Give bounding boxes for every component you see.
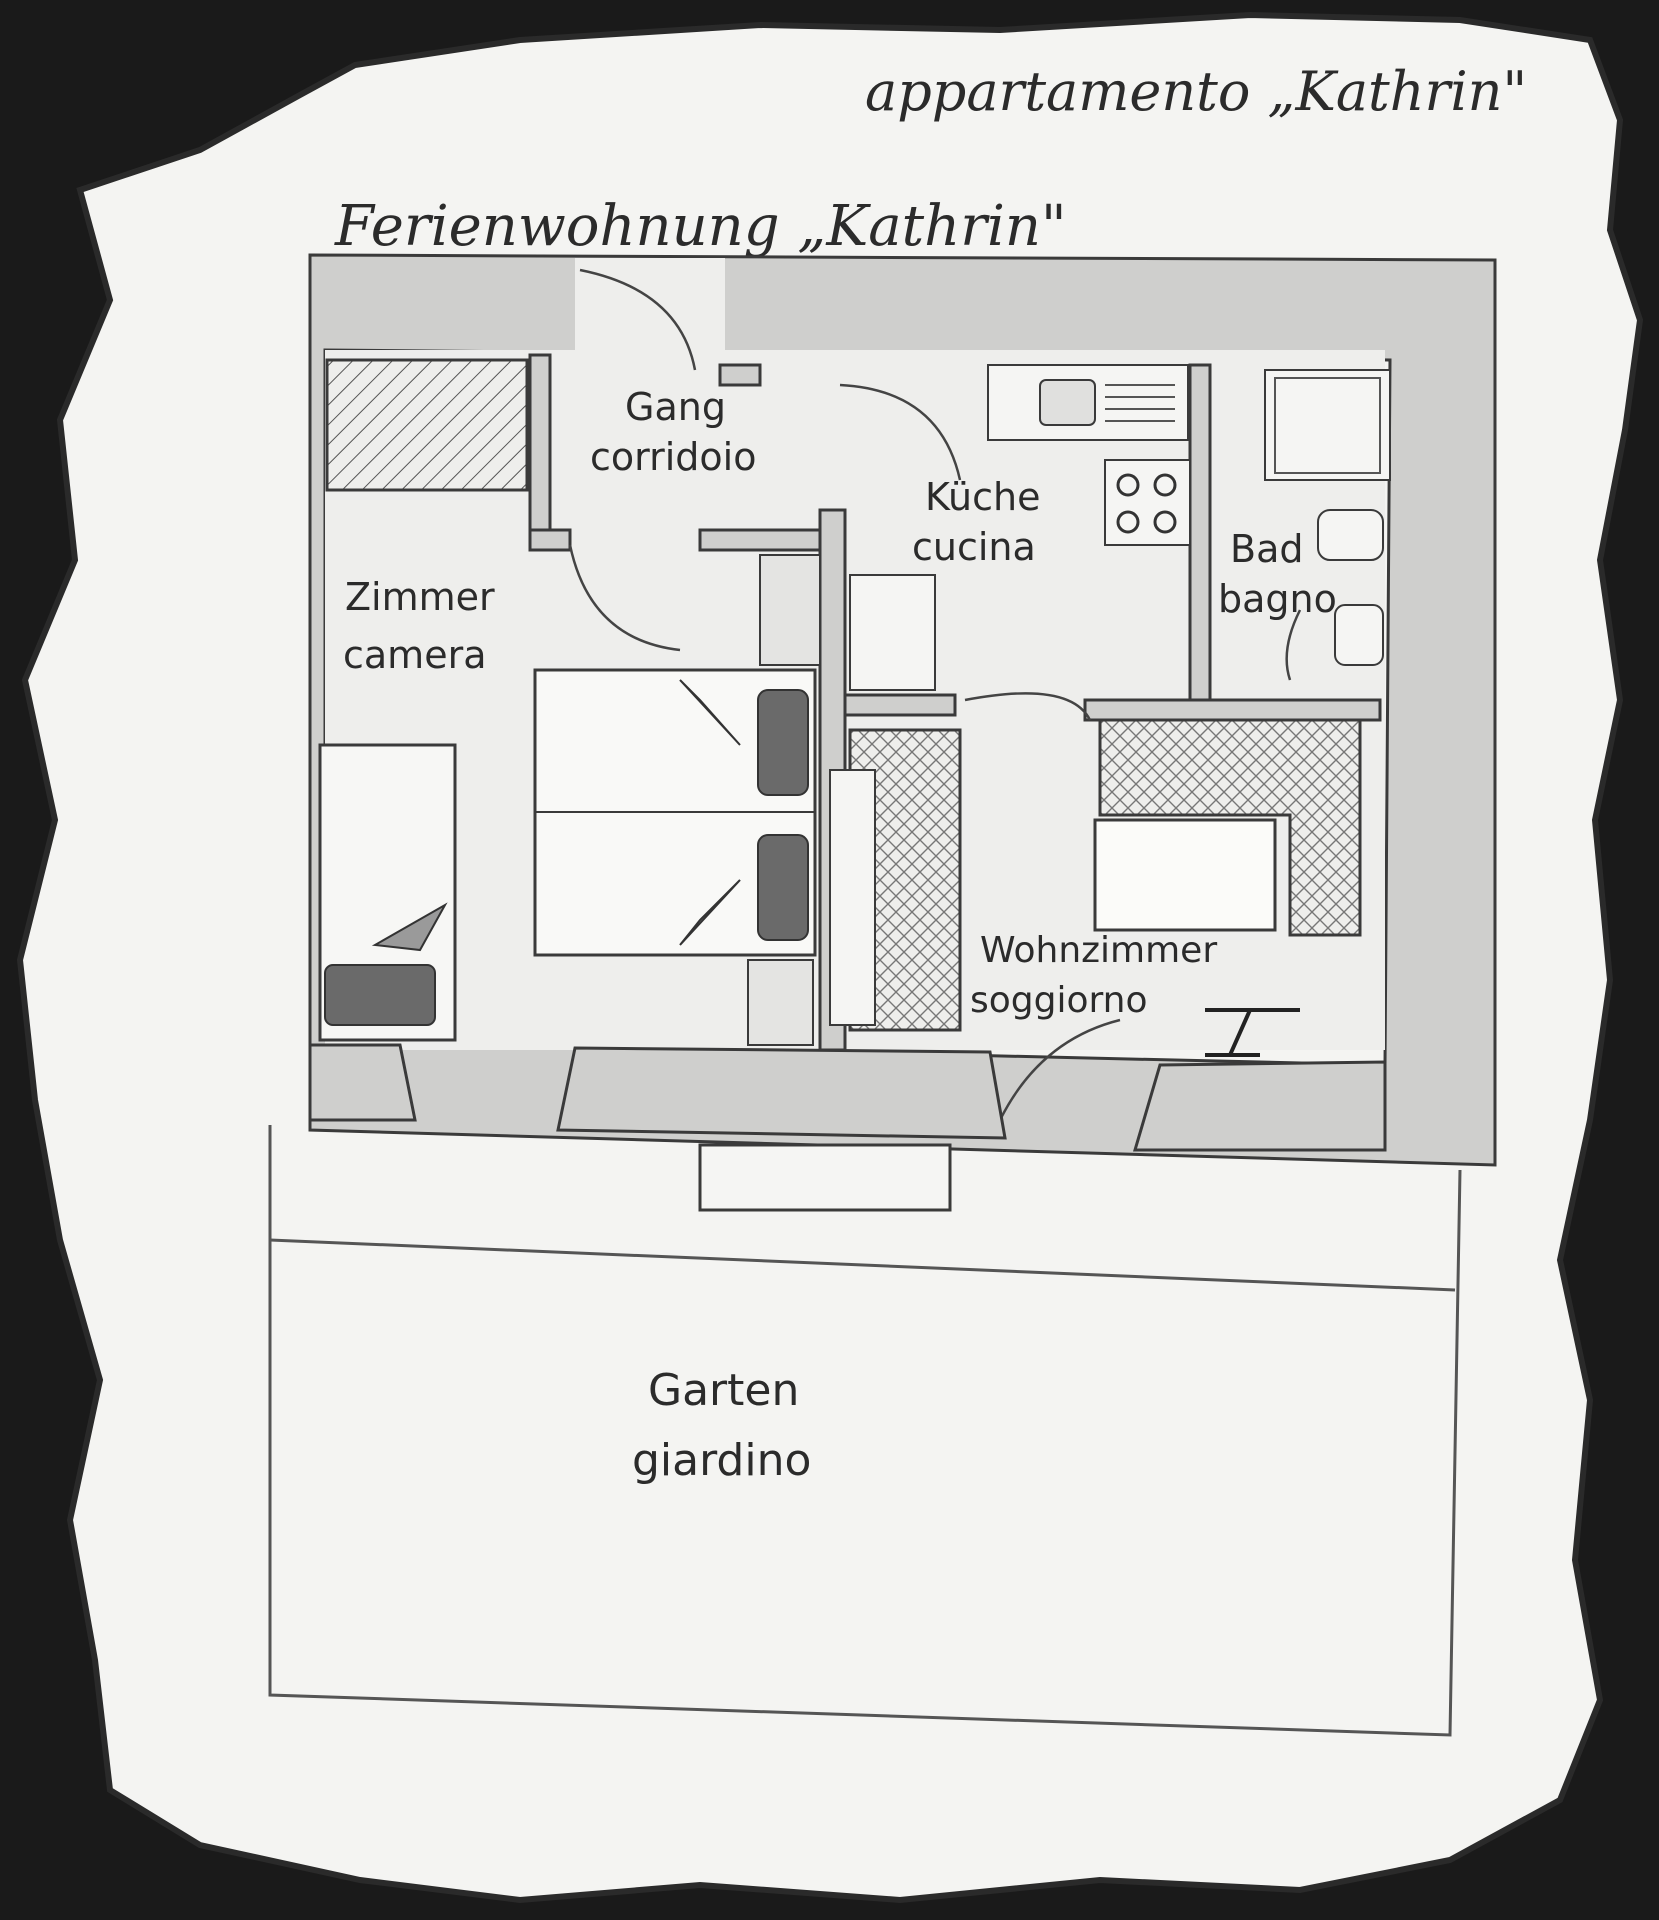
garden-area xyxy=(268,1125,1462,1737)
shower xyxy=(1264,369,1391,481)
stool xyxy=(1205,1008,1300,1057)
italian-title: appartamento „Kathrin" xyxy=(865,60,1527,123)
room-labels: Gang corridoio Küche cucina Bad bagno Zi… xyxy=(343,385,1337,1486)
pillow-bottom xyxy=(757,834,809,941)
entrance-door-arc xyxy=(579,268,697,371)
hall-label-it: corridoio xyxy=(590,435,756,479)
wardrobe xyxy=(325,358,529,492)
hall-label-de: Gang xyxy=(625,385,726,429)
bathroom-fixtures xyxy=(1264,369,1391,666)
bedroom-door-arc xyxy=(568,544,681,652)
wall-living-north xyxy=(843,693,957,717)
garden-label-de: Garten xyxy=(648,1365,799,1416)
terrace-door-arc xyxy=(998,1018,1121,1121)
corner-sofa xyxy=(1093,718,1362,937)
living-label-it: soggiorno xyxy=(970,980,1148,1021)
bath-label-it: bagno xyxy=(1218,577,1337,621)
bath-label-de: Bad xyxy=(1230,527,1303,571)
kitchen-label-it: cucina xyxy=(912,525,1036,569)
terrace-step xyxy=(698,1143,952,1212)
stove xyxy=(1104,459,1191,546)
bath-door-arc xyxy=(1285,609,1302,681)
kitchen-door-arc xyxy=(839,383,962,481)
washbasin xyxy=(1334,604,1384,666)
kitchen-sink xyxy=(987,364,1189,441)
nightstand-top xyxy=(759,554,821,666)
coffee-table xyxy=(1093,818,1277,932)
single-bed xyxy=(318,743,457,1042)
bedroom-label-de: Zimmer xyxy=(345,575,495,619)
wall-hall-south xyxy=(528,528,572,552)
german-title: Ferienwohnung „Kathrin" xyxy=(334,194,1067,259)
single-bed-pillow xyxy=(324,964,436,1026)
south-window-sills xyxy=(308,1043,1387,1152)
living-label-de: Wohnzimmer xyxy=(980,930,1217,971)
pillow-top xyxy=(757,689,809,796)
door-swings xyxy=(568,268,1302,1121)
nightstand-bottom xyxy=(747,959,814,1046)
double-bed xyxy=(533,668,817,957)
wall-bath-south xyxy=(1083,698,1382,722)
garden-label-it: giardino xyxy=(632,1435,811,1486)
wall-kitchen-north xyxy=(718,363,762,387)
bedroom-label-it: camera xyxy=(343,633,486,677)
kitchen-cabinet xyxy=(849,574,936,691)
kitchen-label-de: Küche xyxy=(925,475,1040,519)
living-door-arc xyxy=(964,692,1092,721)
toilet xyxy=(1317,509,1384,561)
living-cabinet xyxy=(829,728,962,1032)
wall-hall-west xyxy=(528,353,552,547)
wall-bath-west xyxy=(1188,363,1212,712)
